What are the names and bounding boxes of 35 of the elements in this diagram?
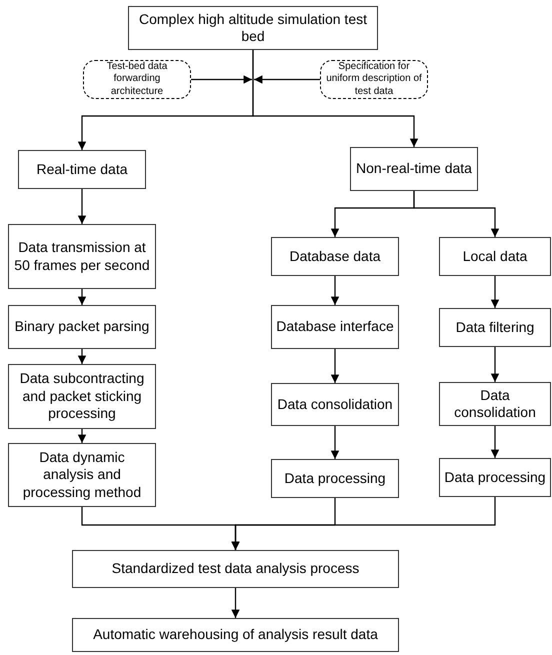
process-box: Data processing (271, 459, 399, 498)
process-box: Database interface (271, 305, 399, 349)
arrow (78, 189, 86, 224)
process-box: Non-real-time data (350, 147, 478, 191)
arrow (231, 497, 496, 550)
dashed-rounded-box: Specification for uniform description of test data (320, 60, 428, 99)
arrow (231, 588, 240, 618)
arrow (330, 349, 340, 383)
arrow (490, 426, 500, 458)
arrow (78, 429, 86, 443)
process-box: Data transmission at 50 frames per second (8, 224, 156, 289)
process-box: Database data (271, 237, 399, 276)
process-box: Data filtering (439, 308, 551, 347)
process-box: Data consolidation (439, 382, 551, 426)
arrow (490, 276, 500, 308)
process-box: Data processing (439, 458, 551, 497)
arrow (78, 289, 86, 305)
arrow (413, 191, 500, 237)
process-box: Real-time data (18, 150, 146, 189)
arrow (330, 426, 340, 459)
process-box: Data consolidation (271, 383, 399, 426)
process-box: Data dynamic analysis and processing method (8, 443, 156, 507)
arrow (252, 50, 418, 147)
process-box: Binary packet parsing (8, 305, 156, 349)
arrow (254, 75, 320, 84)
arrow (490, 347, 500, 382)
arrow (191, 75, 252, 84)
arrow (330, 276, 340, 305)
process-box: Automatic warehousing of analysis result data (72, 618, 399, 652)
dashed-rounded-box: Test-bed data forwarding architecture (83, 60, 191, 99)
process-box: Complex high altitude simulation test bed (128, 6, 378, 50)
arrow (78, 349, 86, 364)
process-box: Local data (439, 237, 551, 276)
process-box: Standardized test data analysis process (72, 550, 399, 588)
process-box: Data subcontracting and packet sticking processing (8, 364, 156, 429)
